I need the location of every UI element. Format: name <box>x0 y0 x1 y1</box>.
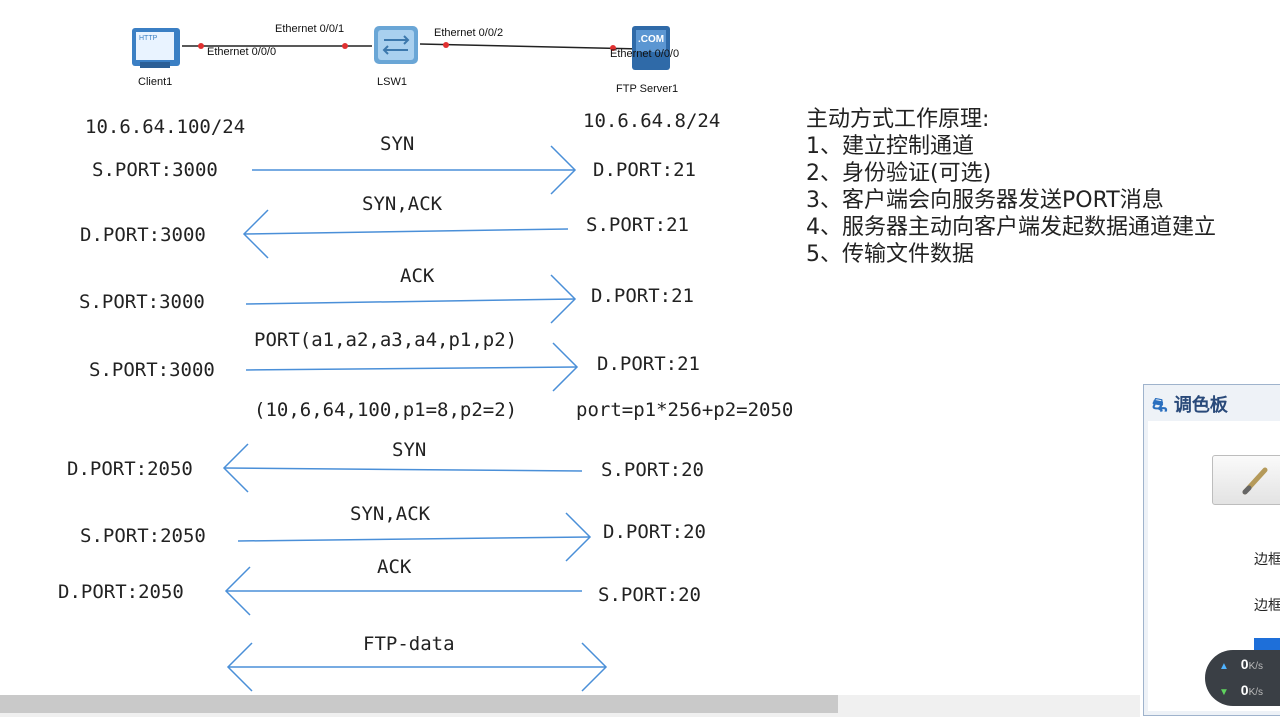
step-5-label: SYN <box>392 439 427 461</box>
arrow-head <box>242 209 269 259</box>
step-3-label: ACK <box>400 265 435 287</box>
server-ip: 10.6.64.8/24 <box>583 110 721 132</box>
step-2-right: S.PORT:21 <box>586 214 689 236</box>
step-3-left: S.PORT:3000 <box>79 291 205 313</box>
pencil-icon <box>1242 467 1268 495</box>
arrow-head <box>581 642 608 692</box>
pencil-button[interactable] <box>1212 455 1280 505</box>
arrow-head <box>550 274 577 324</box>
step-2-label: SYN,ACK <box>362 193 443 215</box>
arrow-head <box>550 145 577 195</box>
download-arrow-icon: ▼ <box>1219 687 1229 698</box>
server-icon-text: .COM <box>638 34 665 45</box>
flow-arrow-6 <box>237 536 591 542</box>
arrow-head <box>565 512 592 562</box>
step-5-left: D.PORT:2050 <box>67 458 193 480</box>
switch-icon[interactable] <box>374 26 418 64</box>
step-6-label: SYN,ACK <box>350 503 431 525</box>
upload-speed: 0 <box>1240 656 1249 672</box>
flow-arrow-4 <box>245 366 578 371</box>
port-dot <box>198 43 204 49</box>
scrollbar-thumb[interactable] <box>0 695 838 713</box>
flow-arrows <box>222 145 608 692</box>
server-name: FTP Server1 <box>616 83 679 95</box>
notes-item-4: 4、服务器主动向客户端发起数据通道建立 <box>806 215 1216 240</box>
port-label-client: Ethernet 0/0/0 <box>207 46 277 58</box>
arrow-head <box>226 642 253 692</box>
notes-item-3: 3、客户端会向服务器发送PORT消息 <box>806 188 1164 213</box>
port-label-switch-2: Ethernet 0/0/2 <box>434 27 504 39</box>
step-1-left: S.PORT:3000 <box>92 159 218 181</box>
step-4-right: D.PORT:21 <box>597 353 700 375</box>
download-speed: 0 <box>1240 682 1249 698</box>
port-formula: port=p1*256+p2=2050 <box>576 399 794 421</box>
arrow-head <box>552 342 579 392</box>
server-icon[interactable] <box>632 26 670 70</box>
upload-arrow-icon: ▲ <box>1219 661 1229 672</box>
client-ip: 10.6.64.100/24 <box>85 116 246 138</box>
flow-arrow-5 <box>223 467 583 472</box>
port-dot <box>610 45 616 51</box>
palette-title[interactable]: ⛐ 调色板 <box>1152 395 1228 416</box>
port-example: (10,6,64,100,p1=8,p2=2) <box>254 399 518 421</box>
network-speed-widget[interactable]: ▲ 0K/s ▼ 0K/s <box>1205 650 1280 706</box>
step-7-label: ACK <box>377 556 412 578</box>
step-6-right: D.PORT:20 <box>603 521 706 543</box>
step-2-left: D.PORT:3000 <box>80 224 206 246</box>
link-switch-server <box>419 43 641 50</box>
client-pc-icon[interactable] <box>132 28 180 68</box>
step-3-right: D.PORT:21 <box>591 285 694 307</box>
port-dot <box>342 43 348 49</box>
step-5-right: S.PORT:20 <box>601 459 704 481</box>
port-label-server: Ethernet 0/0/0 <box>610 48 680 60</box>
step-1-right: D.PORT:21 <box>593 159 696 181</box>
horizontal-scrollbar[interactable] <box>0 695 1140 717</box>
flow-arrow-3 <box>245 298 576 305</box>
step-8-label: FTP-data <box>363 633 455 655</box>
notes-item-1: 1、建立控制通道 <box>806 134 974 159</box>
step-7-right: S.PORT:20 <box>598 584 701 606</box>
topology-diagram <box>132 26 670 70</box>
step-4-left: S.PORT:3000 <box>89 359 215 381</box>
arrow-head <box>222 443 249 493</box>
switch-name: LSW1 <box>377 76 407 88</box>
arrow-head <box>224 566 251 616</box>
step-4-label: PORT(a1,a2,a3,a4,p1,p2) <box>254 329 518 351</box>
notes-item-2: 2、身份验证(可选) <box>806 161 992 186</box>
palette-icon: ⛐ <box>1152 395 1168 416</box>
border-label-2: 边框 <box>1254 598 1280 614</box>
notes-title: 主动方式工作原理: <box>806 107 990 132</box>
step-7-left: D.PORT:2050 <box>58 581 184 603</box>
client-icon-text: HTTP <box>139 35 158 42</box>
step-6-left: S.PORT:2050 <box>80 525 206 547</box>
step-1-label: SYN <box>380 133 415 155</box>
port-dot <box>443 42 449 48</box>
flow-arrow-2 <box>243 228 569 235</box>
notes-item-5: 5、传输文件数据 <box>806 242 974 267</box>
port-label-switch-1: Ethernet 0/0/1 <box>275 23 345 35</box>
border-label-1: 边框 <box>1254 552 1280 568</box>
client-name: Client1 <box>138 76 173 88</box>
